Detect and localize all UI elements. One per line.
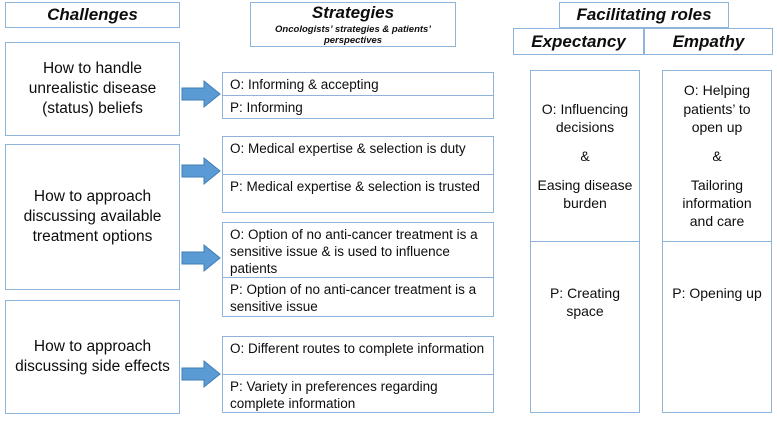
strategy-box-1-oncologist: O: Informing & accepting bbox=[222, 72, 494, 96]
empathy-patient-label: P: Opening up bbox=[672, 285, 762, 301]
arrow-right-icon-2 bbox=[181, 156, 221, 186]
expectancy-oncologist-box: O: Influencing decisions & Easing diseas… bbox=[530, 70, 640, 242]
strategy-box-3-oncologist-label: O: Option of no anti-cancer treatment is… bbox=[230, 227, 478, 276]
strategy-box-2-oncologist: O: Medical expertise & selection is duty bbox=[222, 136, 494, 175]
arrow-right-icon-4 bbox=[181, 359, 221, 389]
column-header-challenges-label: Challenges bbox=[47, 5, 138, 25]
expectancy-oncologist-line2: Easing disease burden bbox=[537, 177, 633, 212]
challenge-box-1-label: How to handle unrealistic disease (statu… bbox=[28, 60, 157, 117]
strategy-box-4-oncologist: O: Different routes to complete informat… bbox=[222, 336, 494, 375]
challenge-box-3: How to approach discussing side effects bbox=[5, 300, 180, 414]
column-header-strategies: Strategies Oncologists’ strategies & pat… bbox=[250, 2, 456, 47]
strategy-box-4-oncologist-label: O: Different routes to complete informat… bbox=[230, 341, 485, 356]
challenge-box-1: How to handle unrealistic disease (statu… bbox=[5, 42, 180, 136]
challenge-box-3-label: How to approach discussing side effects bbox=[15, 338, 170, 375]
empathy-patient-box: P: Opening up bbox=[662, 241, 772, 413]
strategy-box-3-oncologist: O: Option of no anti-cancer treatment is… bbox=[222, 222, 494, 278]
challenge-box-2-label: How to approach discussing available tre… bbox=[23, 188, 162, 245]
strategy-box-1-patient: P: Informing bbox=[222, 95, 494, 119]
challenge-box-2: How to approach discussing available tre… bbox=[5, 144, 180, 290]
expectancy-patient-box: P: Creating space bbox=[530, 241, 640, 413]
empathy-oncologist-connector: & bbox=[712, 147, 722, 164]
column-header-expectancy-label: Expectancy bbox=[531, 31, 626, 51]
strategy-box-1-patient-label: P: Informing bbox=[230, 100, 303, 115]
column-header-empathy: Empathy bbox=[644, 28, 773, 55]
expectancy-oncologist-line1: O: Influencing decisions bbox=[541, 100, 629, 135]
empathy-oncologist-line1: O: Helping patients’ to open up bbox=[683, 82, 751, 135]
strategy-box-2-patient-label: P: Medical expertise & selection is trus… bbox=[230, 179, 480, 194]
column-header-strategies-subtitle: Oncologists’ strategies & patients’ pers… bbox=[275, 23, 431, 46]
expectancy-patient-label: P: Creating space bbox=[549, 285, 621, 320]
arrow-right-icon-1 bbox=[181, 79, 221, 109]
empathy-oncologist-box: O: Helping patients’ to open up & Tailor… bbox=[662, 70, 772, 242]
column-header-expectancy: Expectancy bbox=[513, 28, 644, 55]
strategy-box-3-patient-label: P: Option of no anti-cancer treatment is… bbox=[230, 282, 477, 314]
column-header-facilitating-roles: Facilitating roles bbox=[559, 2, 729, 28]
arrow-right-icon-3 bbox=[181, 243, 221, 273]
column-header-challenges: Challenges bbox=[5, 2, 180, 28]
strategy-box-4-patient: P: Variety in preferences regarding comp… bbox=[222, 374, 494, 413]
strategy-box-3-patient: P: Option of no anti-cancer treatment is… bbox=[222, 277, 494, 317]
strategy-box-2-oncologist-label: O: Medical expertise & selection is duty bbox=[230, 141, 466, 156]
column-header-empathy-label: Empathy bbox=[672, 31, 745, 51]
strategy-box-4-patient-label: P: Variety in preferences regarding comp… bbox=[230, 379, 438, 411]
column-header-strategies-label: Strategies bbox=[311, 2, 395, 22]
strategy-box-2-patient: P: Medical expertise & selection is trus… bbox=[222, 174, 494, 213]
column-header-facilitating-roles-label: Facilitating roles bbox=[576, 5, 712, 25]
empathy-oncologist-line2: Tailoring information and care bbox=[682, 177, 752, 230]
expectancy-oncologist-connector: & bbox=[580, 147, 590, 164]
strategy-box-1-oncologist-label: O: Informing & accepting bbox=[230, 77, 379, 92]
